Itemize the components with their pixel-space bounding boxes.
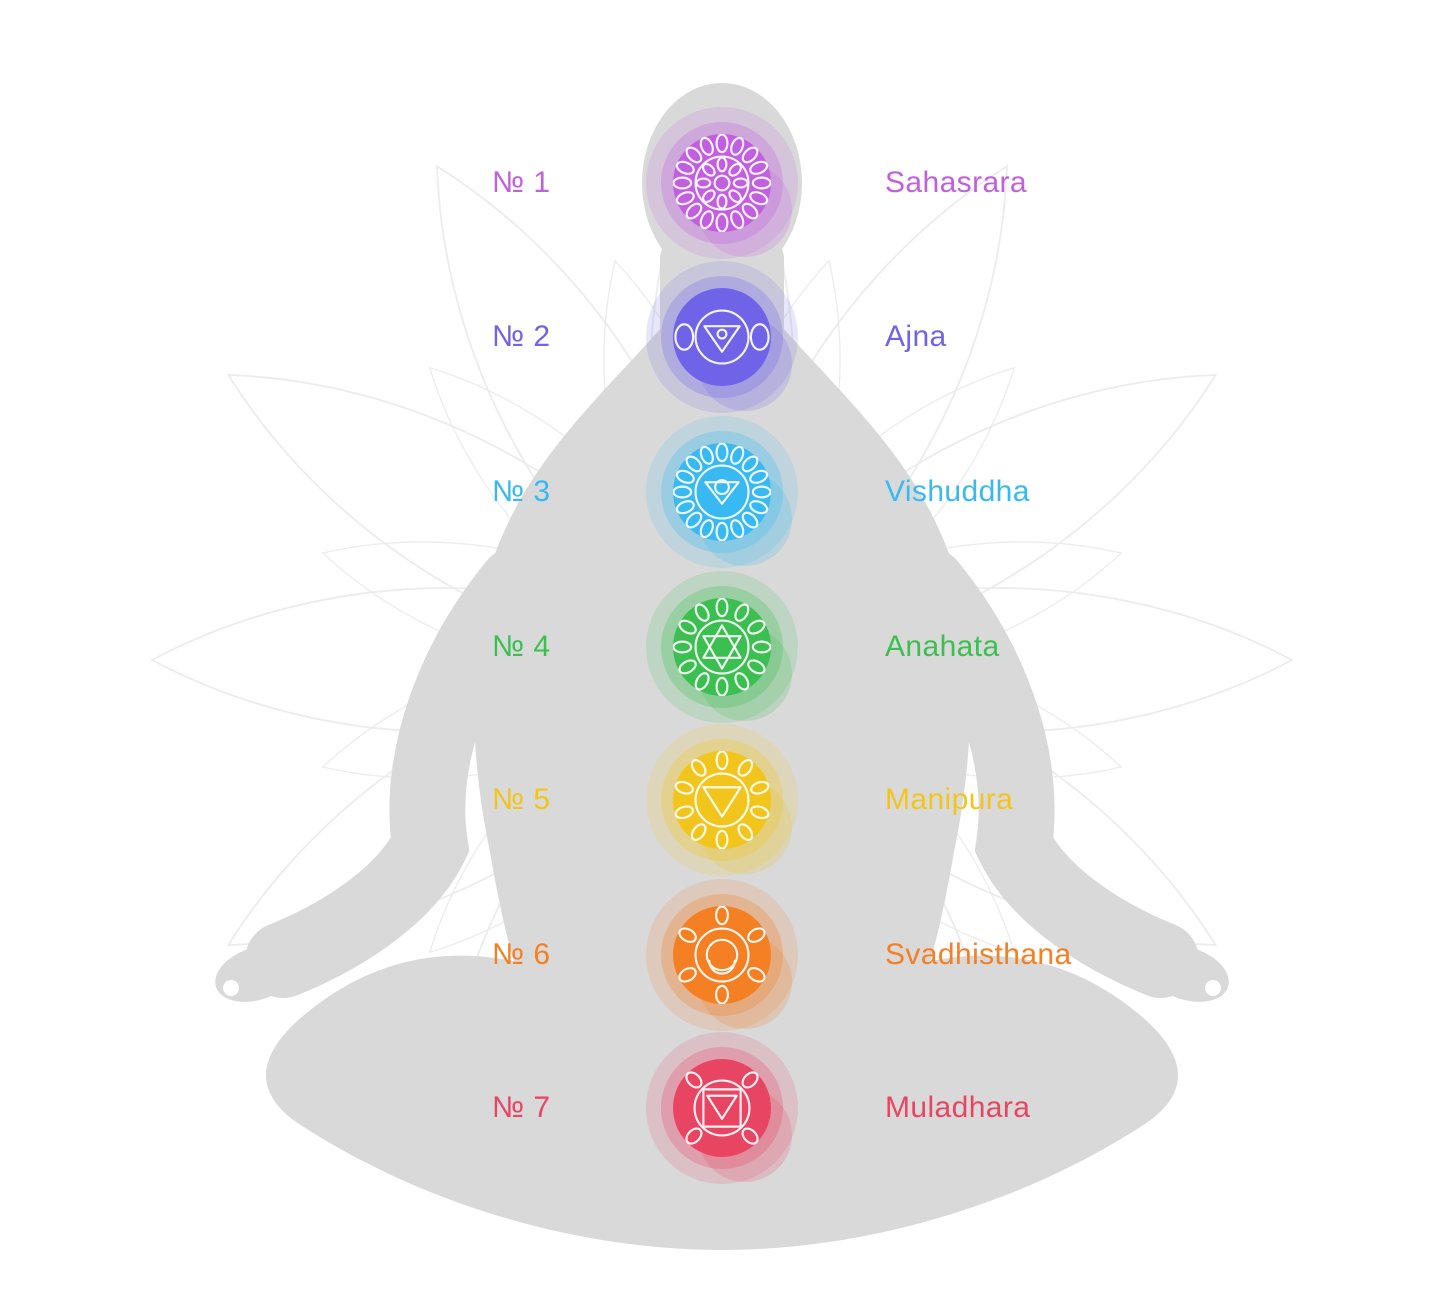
chakra-name-label: Svadhisthana [885,938,1072,971]
chakra-core-circle [673,751,771,849]
chakra-name-label: Anahata [885,630,1000,663]
vishuddha-symbol-icon [673,443,771,541]
chakra-number-label: № 2 [492,320,551,353]
chakra-number-label: № 7 [492,1091,551,1124]
muladhara-chakra-badge [646,1032,798,1184]
chakra-core-circle [673,598,771,696]
chakra-number-label: № 6 [492,938,551,971]
chakra-name-label: Sahasrara [885,166,1028,199]
anahata-chakra-badge [646,571,798,723]
muladhara-symbol-icon [682,1068,762,1148]
right-mudra-hole [1205,980,1221,996]
chakra-name-label: Ajna [885,320,947,353]
manipura-chakra-badge [646,724,798,876]
chakra-core-circle [673,1059,771,1157]
mudra-holes-group [223,980,1221,996]
silhouette-left-arm [245,547,554,998]
chakra-core-circle [673,288,771,386]
chakra-name-label: Manipura [885,783,1014,816]
chakra-number-label: № 3 [492,475,551,508]
anahata-symbol-icon [673,598,771,696]
manipura-symbol-icon [673,751,771,849]
chakra-name-label: Vishuddha [885,475,1030,508]
ajna-chakra-badge [646,261,798,413]
svadhisthana-symbol-icon [675,906,769,1004]
sahasrara-chakra-badge [646,107,798,259]
chakra-core-circle [673,443,771,541]
vishuddha-chakra-badge [646,416,798,568]
chakra-name-label: Muladhara [885,1091,1031,1124]
silhouette-right-arm [890,547,1199,998]
sahasrara-symbol-icon [673,134,771,232]
chakra-core-circle [673,134,771,232]
chakra-core-circle [673,906,771,1004]
chakra-number-label: № 4 [492,630,551,663]
svadhisthana-chakra-badge [646,879,798,1031]
chakra-number-label: № 5 [492,783,551,816]
silhouette-arms-group [245,547,1199,998]
chakra-number-label: № 1 [492,166,551,199]
left-mudra-hole [223,980,239,996]
ajna-symbol-icon [674,309,770,365]
